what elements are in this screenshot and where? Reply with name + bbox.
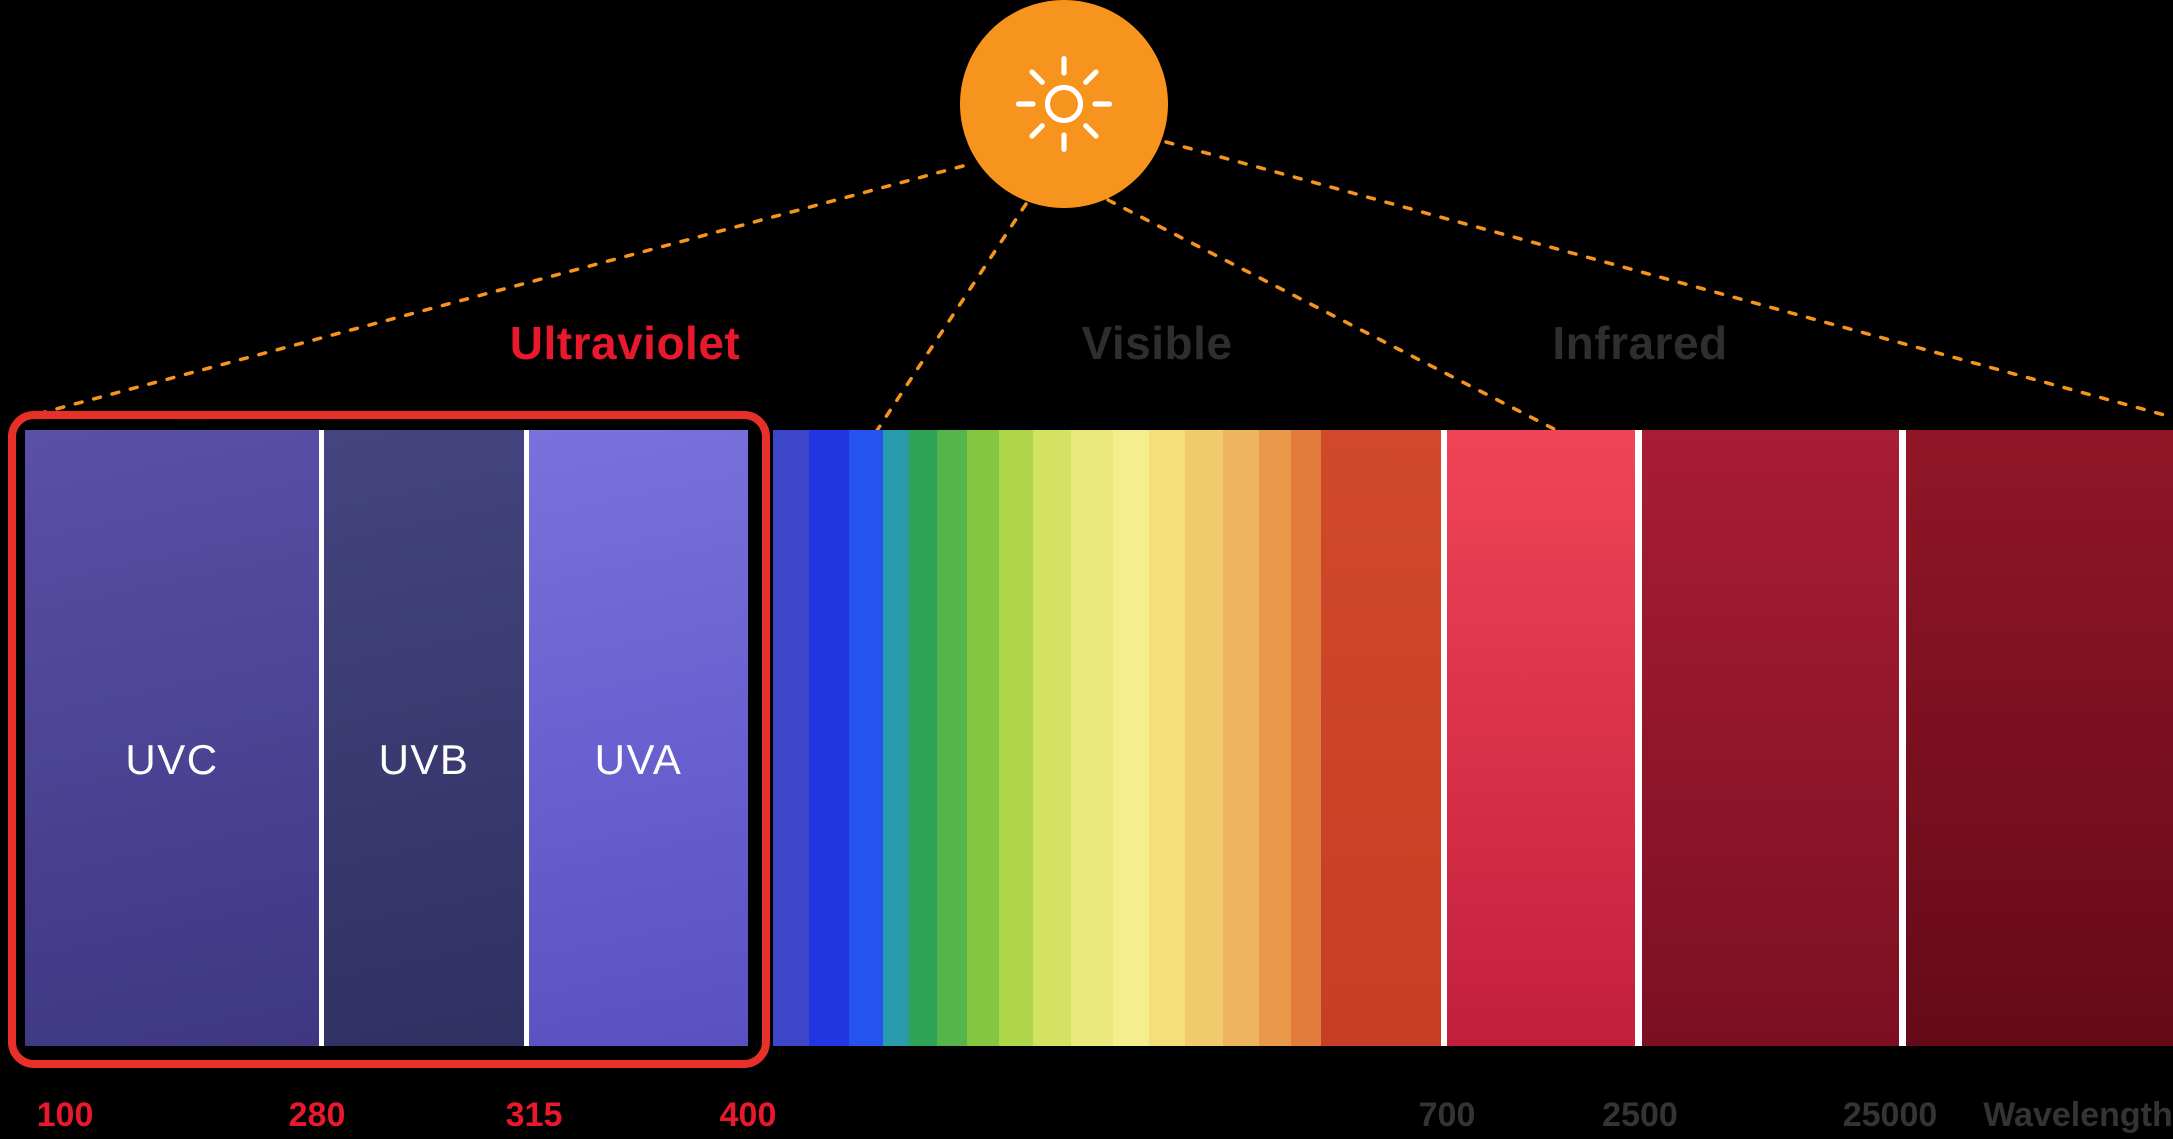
- band-divider: [524, 430, 529, 1046]
- band-divider: [1441, 430, 1447, 1046]
- visible-band-dark-orange: [1291, 430, 1321, 1046]
- visible-band-cream: [1113, 430, 1149, 1046]
- visible-band-blue: [809, 430, 849, 1046]
- visible-band-light-orange: [1223, 430, 1259, 1046]
- connector-line-ultraviolet: [28, 164, 965, 418]
- infrared-band-darkest-red: [1906, 430, 2173, 1046]
- uv-bands: UVC UVB UVA: [25, 430, 748, 1046]
- visible-band-bright-blue: [849, 430, 883, 1046]
- band-divider: [319, 430, 324, 1046]
- visible-band-teal: [883, 430, 909, 1046]
- visible-band-orange: [1259, 430, 1291, 1046]
- sun-glyph: [1015, 55, 1113, 153]
- uv-highlight-box: [8, 411, 770, 1068]
- band-divider: [1635, 430, 1642, 1046]
- spectrum-strip: [773, 430, 2173, 1046]
- axis-label-100: 100: [36, 1096, 94, 1134]
- band-divider: [1899, 430, 1906, 1046]
- label-ultraviolet: Ultraviolet: [509, 317, 741, 369]
- visible-band-indigo: [773, 430, 809, 1046]
- connector-line-far-right: [1164, 140, 2170, 418]
- label-visible: Visible: [1081, 317, 1233, 369]
- uv-band-uva: UVA: [529, 430, 748, 1046]
- visible-band-green-light: [937, 430, 967, 1046]
- axis-label-400: 400: [719, 1096, 777, 1134]
- visible-band-green: [909, 430, 937, 1046]
- uvc-label: UVC: [125, 736, 219, 783]
- connector-line-infrared: [1106, 198, 1558, 432]
- visible-band-yellow: [1149, 430, 1185, 1046]
- axis-label-25000: 25000: [1842, 1096, 1938, 1134]
- axis-label-wavelength: Wavelength: [1983, 1096, 2173, 1134]
- visible-band-pale-yellow: [1071, 430, 1113, 1046]
- wavelength-axis: 100 280 315 400 700 2500 25000 Wavelength: [0, 1096, 2173, 1139]
- axis-label-315: 315: [505, 1096, 563, 1134]
- visible-band-yellow-green: [967, 430, 999, 1046]
- label-infrared: Infrared: [1552, 317, 1728, 369]
- uv-band-uvb: UVB: [324, 430, 524, 1046]
- visible-band-gold: [1185, 430, 1223, 1046]
- uv-band-uvc: UVC: [25, 430, 319, 1046]
- infrared-band-dark-red: [1642, 430, 1899, 1046]
- axis-label-700: 700: [1418, 1096, 1476, 1134]
- axis-label-2500: 2500: [1602, 1096, 1678, 1134]
- axis-label-280: 280: [288, 1096, 346, 1134]
- uva-label: UVA: [594, 736, 683, 783]
- visible-band-red-orange: [1321, 430, 1441, 1046]
- sun-icon: [960, 0, 1168, 208]
- visible-band-pale-yellow-green: [1033, 430, 1071, 1046]
- uvb-label: UVB: [378, 736, 470, 783]
- connector-line-visible-left: [874, 202, 1028, 434]
- visible-band-yellow-green-light: [999, 430, 1033, 1046]
- infrared-band-crimson: [1447, 430, 1635, 1046]
